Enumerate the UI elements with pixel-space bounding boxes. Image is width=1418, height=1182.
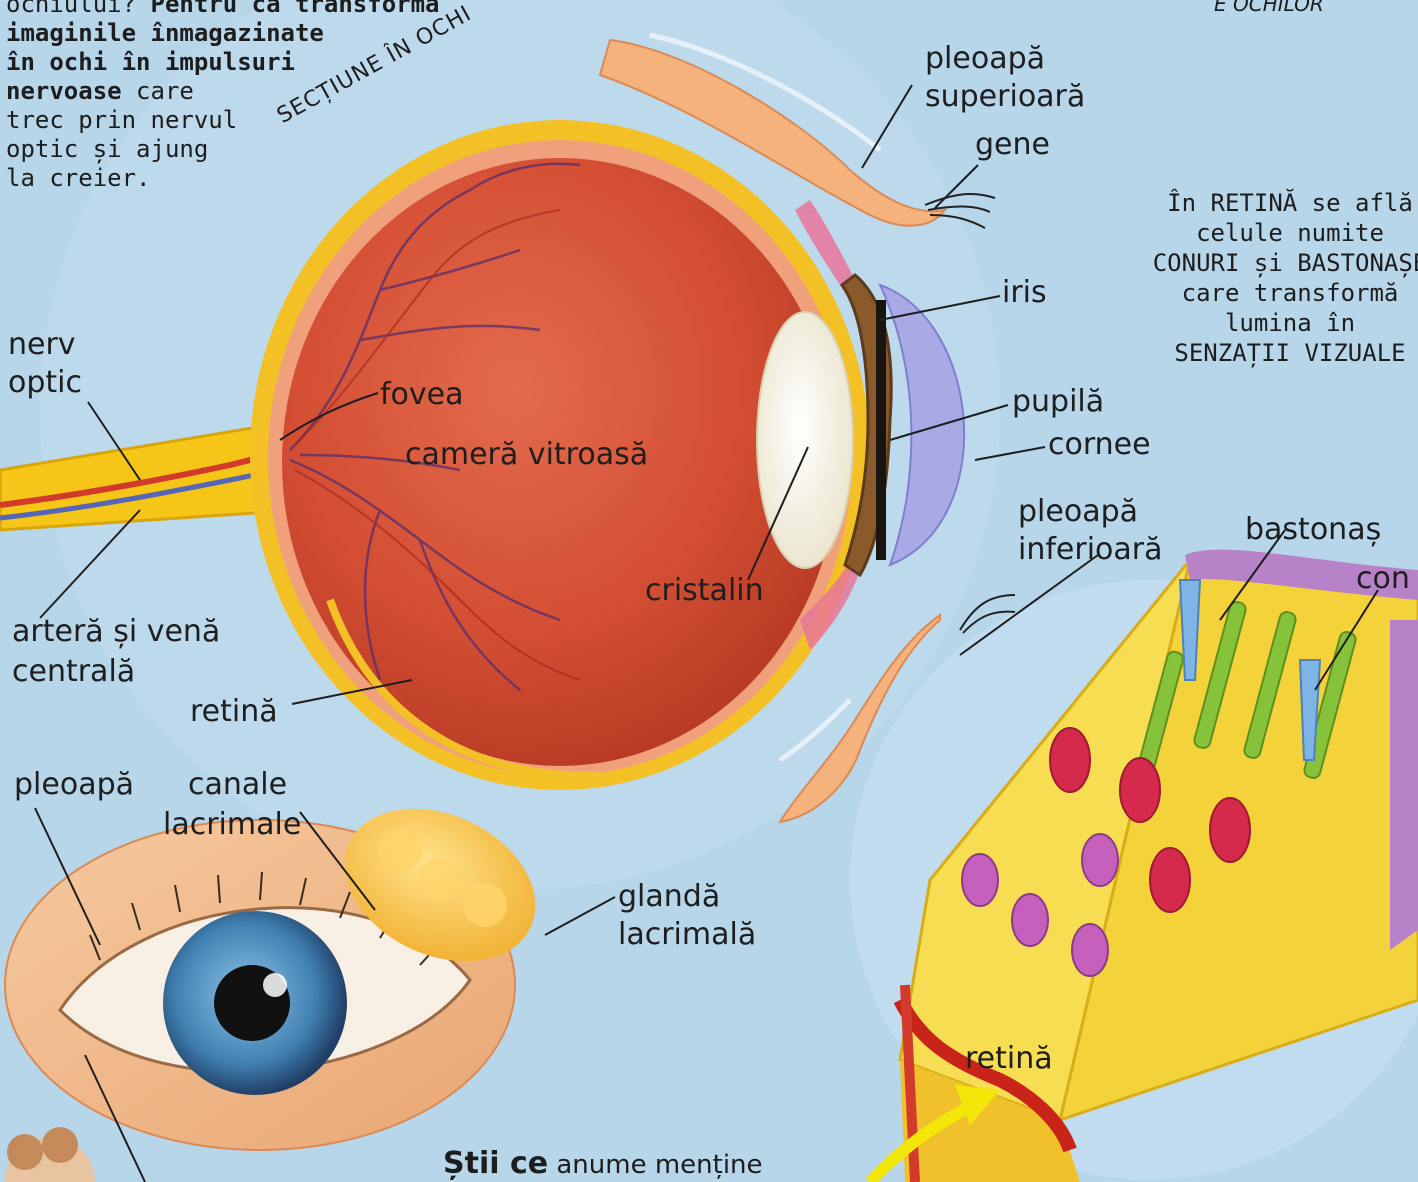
label-retina-cells: retină — [965, 1042, 1053, 1076]
label-pupil: pupilă — [1012, 385, 1104, 419]
child-illustration — [5, 1127, 95, 1182]
label-optic-nerve-2: optic — [8, 366, 82, 400]
label-lens: cristalin — [645, 574, 764, 608]
intro-line2: imaginile înmagazinate — [6, 19, 324, 47]
intro-line3: în ochi în impulsuri — [6, 48, 295, 76]
retina-info-line1: În RETINĂ se află — [1090, 188, 1418, 218]
intro-line4: care — [136, 77, 194, 105]
bottom-question-rest: anume menține — [556, 1150, 762, 1180]
bottom-question-bold: Știi ce — [443, 1146, 548, 1181]
bottom-question: Știi ce anume menține — [443, 1146, 763, 1181]
retina-info-line6: SENZAȚII VIZUALE — [1090, 338, 1418, 368]
label-lacrimal-gland-1: glandă — [618, 880, 720, 914]
label-tear-ducts-1: canale — [188, 768, 287, 802]
label-cone: con — [1356, 562, 1410, 596]
top-right-fragment: E OCHILOR — [1214, 0, 1324, 16]
label-central-artery-vein-2: centrală — [12, 655, 135, 689]
label-upper-eyelid-1: pleoapă — [925, 42, 1045, 76]
label-rod: bastonaș — [1245, 513, 1381, 547]
label-tear-ducts-2: lacrimale — [163, 808, 301, 842]
label-fovea: fovea — [380, 378, 464, 412]
label-lacrimal-gland-2: lacrimală — [618, 918, 756, 952]
label-iris: iris — [1002, 276, 1047, 310]
intro-line7: la creier. — [6, 164, 336, 193]
intro-line1-bold: Pentru că transformă — [151, 0, 440, 18]
retina-info: În RETINĂ se află celule numite CONURI ș… — [1090, 188, 1418, 368]
label-lower-eyelid-1: pleoapă — [1018, 495, 1138, 529]
retina-info-line2: celule numite — [1090, 218, 1418, 248]
intro-line1: ochiului? — [6, 0, 136, 18]
label-eyelid: pleoapă — [14, 768, 134, 802]
label-eyelashes: gene — [975, 128, 1050, 162]
retina-info-line4: care transformă — [1090, 278, 1418, 308]
label-lower-eyelid-2: inferioară — [1018, 533, 1163, 567]
label-vitreous-chamber: cameră vitroasă — [405, 438, 648, 472]
intro-line6: optic și ajung — [6, 135, 336, 164]
label-central-artery-vein-1: arteră și venă — [12, 615, 220, 649]
retina-info-line5: lumina în — [1090, 308, 1418, 338]
intro-line4-bold: nervoase — [6, 77, 122, 105]
label-upper-eyelid-2: superioară — [925, 80, 1085, 114]
label-retina: retină — [190, 695, 278, 729]
label-cornea: cornee — [1048, 428, 1151, 462]
label-optic-nerve-1: nerv — [8, 328, 76, 362]
retina-info-line3: CONURI și BASTONAȘE — [1090, 248, 1418, 278]
intro-paragraph: ochiului? Pentru că transformă imaginile… — [6, 0, 336, 193]
